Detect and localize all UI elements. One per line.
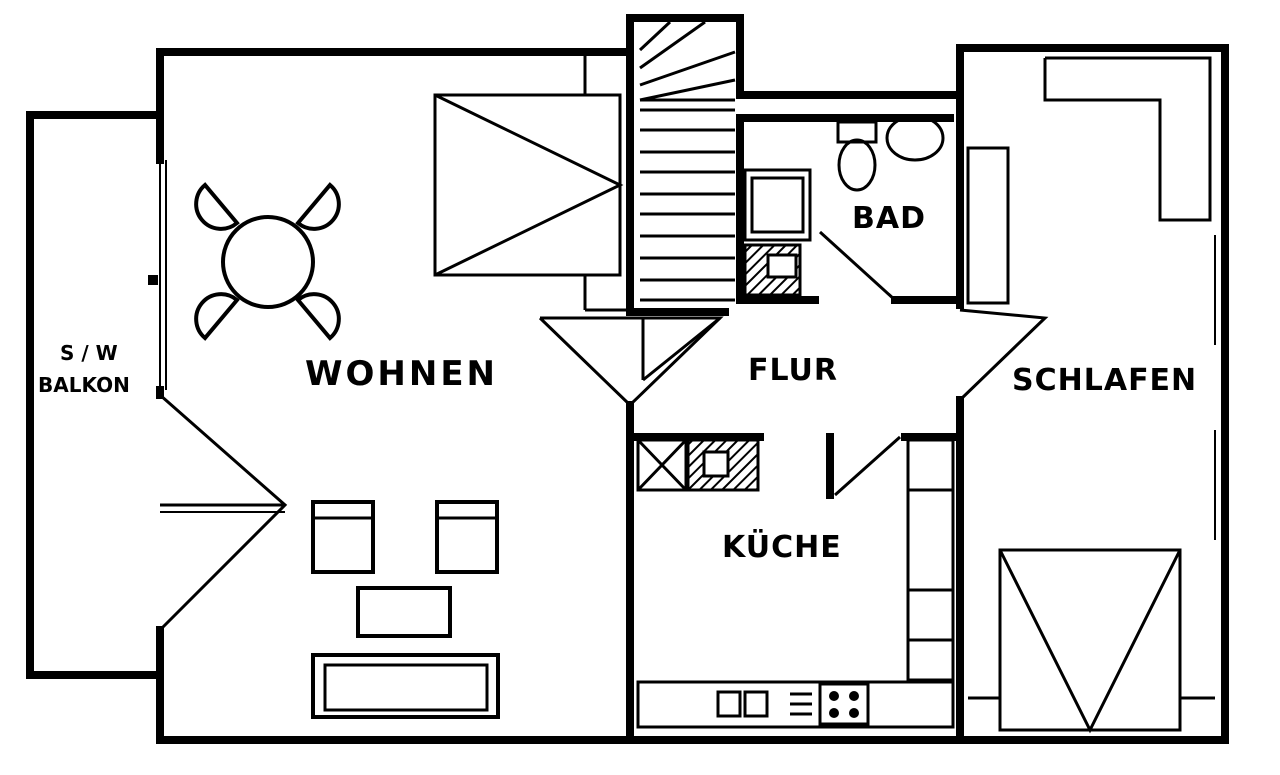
wohnen-furniture [194, 52, 630, 719]
interior-walls [626, 44, 964, 744]
room-label-schlafen: SCHLAFEN [1012, 363, 1197, 398]
kueche-fixtures [636, 438, 955, 729]
balcony-door [158, 393, 288, 632]
schlafen-furniture [966, 56, 1216, 734]
room-label-bad: BAD [852, 201, 926, 236]
staircase [638, 20, 736, 302]
balcony [26, 111, 167, 679]
room-label-flur: FLUR [748, 353, 838, 388]
room-label-wohnen: WOHNEN [305, 354, 498, 394]
room-label-kueche: KÜCHE [722, 528, 842, 565]
balkon-orientation-label: S / W [60, 341, 118, 365]
room-label-balkon: BALKON [38, 373, 130, 397]
bad-fixtures [743, 114, 945, 297]
door-swings [538, 230, 1049, 497]
